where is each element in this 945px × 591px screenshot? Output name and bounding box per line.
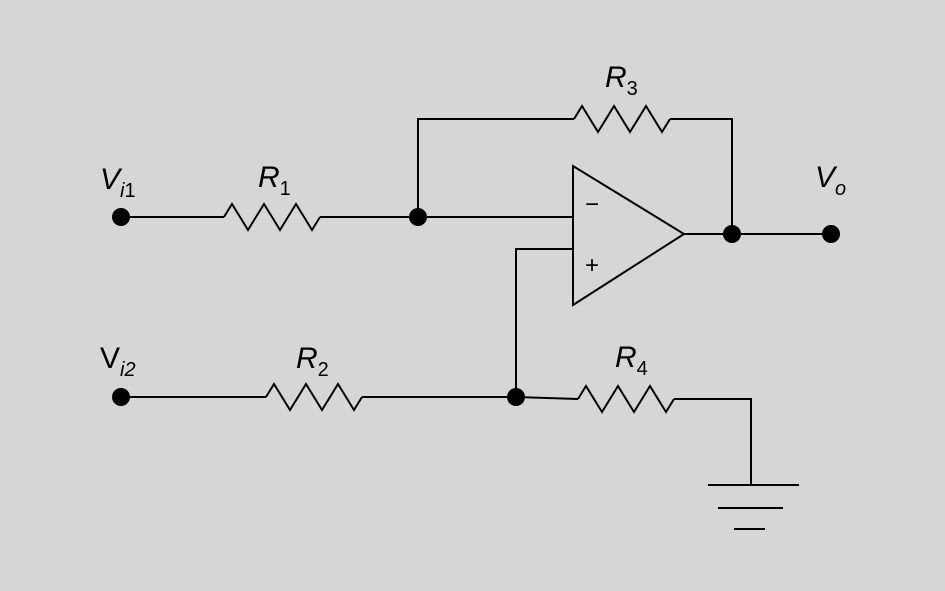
wire-feedback-right [670, 118, 733, 234]
noninverting-sign: + [585, 252, 600, 279]
resistor-r4 [577, 384, 675, 414]
label-r1: R1 [258, 161, 291, 200]
terminal-vi1 [112, 208, 130, 226]
label-r2: R2 [296, 342, 329, 381]
label-vi1: Vi1 [100, 163, 136, 202]
label-vo: Vo [815, 161, 847, 200]
label-vi2: Vi2 [100, 342, 136, 381]
terminal-vo [822, 225, 840, 243]
wire-r4-ground [674, 398, 752, 485]
resistor-r1 [223, 202, 321, 232]
resistor-r3 [573, 104, 671, 134]
ground-icon [708, 484, 799, 530]
terminal-vi2 [112, 388, 130, 406]
wire-feedback-left [417, 118, 574, 217]
junction-output [723, 225, 741, 243]
wire-node-r4 [515, 396, 579, 400]
wire-noninv [515, 248, 573, 397]
label-r3: R3 [605, 61, 638, 100]
inverting-sign: − [585, 191, 600, 218]
resistor-r2 [265, 382, 363, 412]
opamp [572, 164, 686, 307]
junction-inv [409, 208, 427, 226]
label-r4: R4 [615, 341, 648, 380]
junction-noninv [507, 388, 525, 406]
